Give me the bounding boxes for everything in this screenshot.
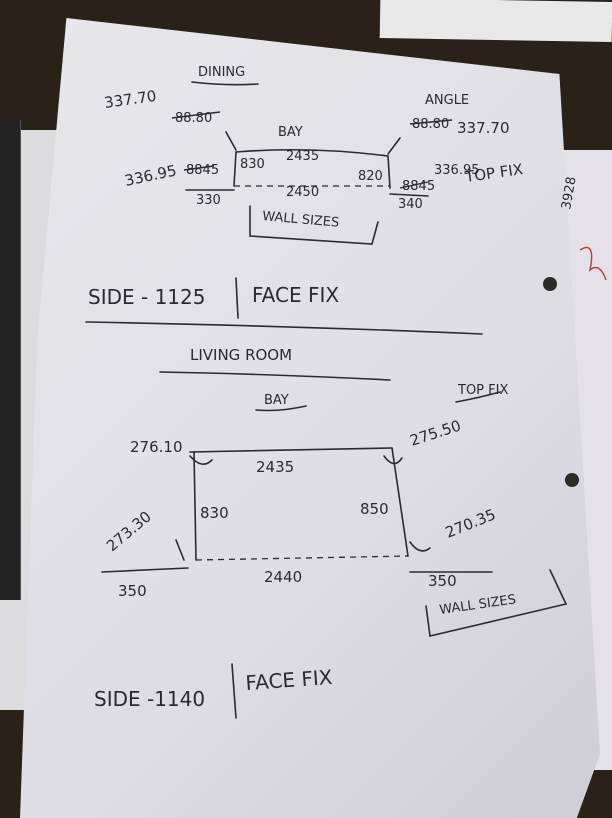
punch-hole-top bbox=[543, 277, 557, 291]
dining-side: SIDE - 1125 bbox=[88, 285, 205, 309]
living-right-top-angle: 275.50 bbox=[408, 416, 463, 449]
living-right-bottom-angle: 270.35 bbox=[443, 505, 498, 541]
dining-right-angle-side: 336.95 bbox=[434, 163, 480, 178]
living-title: LIVING ROOM bbox=[190, 346, 292, 364]
living-top-fix: TOP FIX bbox=[457, 383, 508, 398]
dining-title: DINING bbox=[198, 65, 245, 80]
dining-left-small-crossed: 8845 bbox=[186, 163, 219, 178]
dining-top-width: 2435 bbox=[286, 149, 319, 164]
dining-right-angle-crossed: 88.80 bbox=[412, 117, 449, 132]
dining-right-depth: 820 bbox=[358, 169, 383, 184]
living-left-top-angle: 276.10 bbox=[130, 438, 183, 456]
dining-right-return: 340 bbox=[398, 197, 423, 212]
dining-right-angle-label: ANGLE bbox=[425, 93, 469, 108]
living-wall-sizes: WALL SIZES bbox=[438, 592, 516, 618]
living-right-return: 350 bbox=[428, 572, 457, 590]
note-sheet bbox=[20, 18, 600, 818]
living-right-depth: 850 bbox=[360, 500, 389, 518]
living-face-fix: FACE FIX bbox=[245, 665, 334, 695]
dining-bay-label: BAY bbox=[278, 125, 303, 140]
dining-left-angle-top: 337.70 bbox=[103, 87, 157, 112]
living-left-depth: 830 bbox=[200, 504, 229, 522]
dining-left-return: 330 bbox=[196, 193, 221, 208]
living-side: SIDE -1140 bbox=[94, 687, 205, 711]
living-top-width: 2435 bbox=[256, 458, 294, 476]
dining-wall-sizes: WALL SIZES bbox=[262, 209, 340, 231]
punch-hole-bottom bbox=[565, 473, 579, 487]
living-bay-label: BAY bbox=[264, 393, 289, 408]
background-book-spine bbox=[0, 120, 21, 600]
dining-left-depth: 830 bbox=[240, 157, 265, 172]
dining-bottom-width: 2450 bbox=[286, 185, 319, 200]
dining-face-fix: FACE FIX bbox=[252, 283, 339, 307]
living-left-return: 350 bbox=[118, 582, 147, 600]
edge-note: 3928 bbox=[559, 175, 580, 210]
dining-left-angle-side: 336.95 bbox=[123, 161, 178, 190]
dining-right-angle-value: 337.70 bbox=[457, 119, 510, 137]
living-bottom-width: 2440 bbox=[264, 568, 302, 586]
living-left-bottom-angle: 273.30 bbox=[103, 508, 155, 556]
